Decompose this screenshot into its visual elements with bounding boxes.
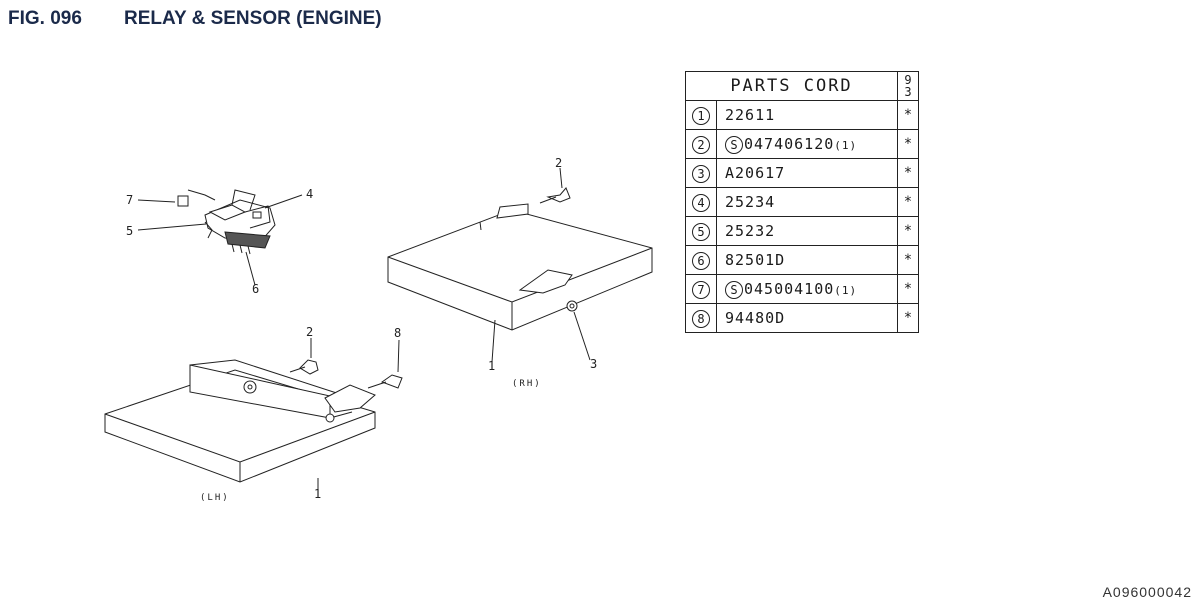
callout-7: 7 bbox=[126, 193, 133, 207]
applicability-mark: * bbox=[897, 216, 919, 246]
part-index-cell: 7 bbox=[685, 274, 717, 304]
part-index: 1 bbox=[692, 107, 710, 125]
parts-table-row: 1 22611 * bbox=[685, 100, 919, 130]
part-number: A20617 bbox=[725, 164, 786, 182]
callout-2-lh: 2 bbox=[306, 325, 313, 339]
part-index: 6 bbox=[692, 252, 710, 270]
applicability-mark: * bbox=[897, 158, 919, 188]
part-number: 82501D bbox=[725, 251, 786, 269]
part-number-cell: 82501D bbox=[716, 245, 898, 275]
figure-name: RELAY & SENSOR (ENGINE) bbox=[124, 8, 382, 29]
part-index: 3 bbox=[692, 165, 710, 183]
relay-assembly bbox=[177, 189, 276, 255]
parts-table-row: 5 25232 * bbox=[685, 216, 919, 246]
callout-4: 4 bbox=[306, 187, 313, 201]
part-index: 7 bbox=[692, 281, 710, 299]
callout-2-rh: 2 bbox=[555, 156, 562, 170]
part-index: 5 bbox=[692, 223, 710, 241]
label-lh: (LH) bbox=[200, 493, 230, 503]
applicability-mark: * bbox=[897, 129, 919, 159]
part-index-cell: 3 bbox=[685, 158, 717, 188]
model-year-heading: 9 3 bbox=[897, 71, 919, 101]
part-number-cell: 22611 bbox=[716, 100, 898, 130]
part-index-cell: 5 bbox=[685, 216, 717, 246]
callout-1-rh: 1 bbox=[488, 359, 495, 373]
applicability-mark: * bbox=[897, 187, 919, 217]
part-index-cell: 1 bbox=[685, 100, 717, 130]
applicability-mark: * bbox=[897, 303, 919, 333]
part-number-cell: 25232 bbox=[716, 216, 898, 246]
callout-1-lh: 1 bbox=[314, 487, 321, 501]
part-quantity: (1) bbox=[834, 283, 858, 297]
part-index-cell: 8 bbox=[685, 303, 717, 333]
part-number: 22611 bbox=[725, 106, 776, 124]
part-number-cell: 25234 bbox=[716, 187, 898, 217]
applicability-mark: * bbox=[897, 100, 919, 130]
parts-cord-heading: PARTS CORD bbox=[685, 71, 898, 101]
drawing-code: A096000042 bbox=[1102, 584, 1192, 600]
rh-control-unit bbox=[387, 187, 653, 331]
part-number-cell: A20617 bbox=[716, 158, 898, 188]
part-index: 4 bbox=[692, 194, 710, 212]
standard-part-marker: S bbox=[725, 135, 743, 154]
parts-table-row: 3 A20617 * bbox=[685, 158, 919, 188]
callout-6: 6 bbox=[252, 282, 259, 296]
callout-3: 3 bbox=[590, 357, 597, 371]
parts-table-header: PARTS CORD 9 3 bbox=[685, 71, 919, 101]
standard-part-marker: S bbox=[725, 280, 743, 299]
callout-8: 8 bbox=[394, 326, 401, 340]
figure-number: FIG. 096 bbox=[8, 8, 82, 29]
part-number: 047406120 bbox=[744, 134, 835, 153]
part-number: 25232 bbox=[725, 222, 776, 240]
parts-table-row: 6 82501D * bbox=[685, 245, 919, 275]
applicability-mark: * bbox=[897, 274, 919, 304]
part-quantity: (1) bbox=[834, 138, 858, 152]
part-number-cell: 94480D bbox=[716, 303, 898, 333]
label-rh: (RH) bbox=[512, 379, 542, 389]
parts-table-row: 4 25234 * bbox=[685, 187, 919, 217]
parts-table-row: 8 94480D * bbox=[685, 303, 919, 333]
lh-control-unit bbox=[104, 359, 403, 483]
part-index: 2 bbox=[692, 136, 710, 154]
part-index-cell: 4 bbox=[685, 187, 717, 217]
callout-5: 5 bbox=[126, 224, 133, 238]
part-index-cell: 2 bbox=[685, 129, 717, 159]
applicability-mark: * bbox=[897, 245, 919, 275]
part-number: 25234 bbox=[725, 193, 776, 211]
part-number: 045004100 bbox=[744, 279, 835, 298]
part-index: 8 bbox=[692, 310, 710, 328]
part-number: 94480D bbox=[725, 309, 786, 327]
part-index-cell: 6 bbox=[685, 245, 717, 275]
